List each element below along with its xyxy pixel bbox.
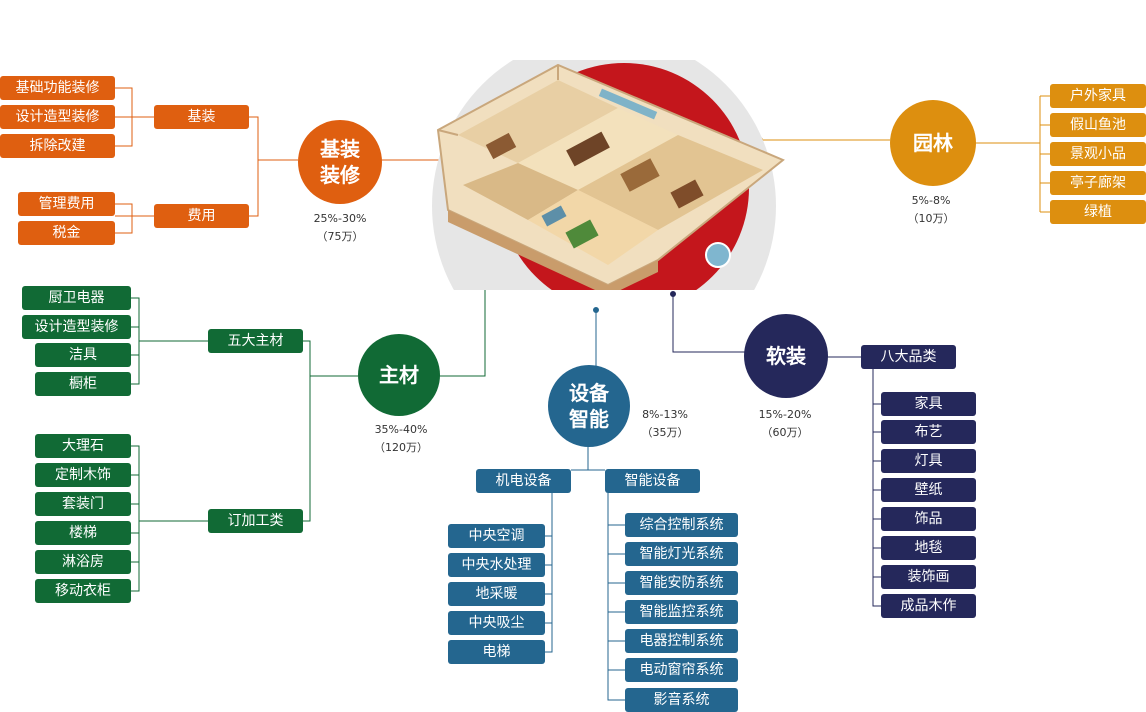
ruanzhuang-item[interactable]: 灯具 (881, 449, 976, 473)
jizhuang-percentage: 25%-30% （75万） (295, 210, 385, 246)
yuanlin-item[interactable]: 亭子廊架 (1050, 171, 1146, 195)
yuanlin-amount: （10万） (907, 212, 955, 225)
shebei-item[interactable]: 智能监控系统 (625, 600, 738, 624)
zhucai-item[interactable]: 橱柜 (35, 372, 131, 396)
zhucai-group-wuda[interactable]: 五大主材 (208, 329, 303, 353)
ruanzhuang-item[interactable]: 饰品 (881, 507, 976, 531)
shebei-item[interactable]: 中央吸尘 (448, 611, 545, 635)
shebei-item[interactable]: 电动窗帘系统 (625, 658, 738, 682)
shebei-circle-line: 设备 (569, 381, 609, 405)
shebei-group-jidian[interactable]: 机电设备 (476, 469, 571, 493)
zhucai-item[interactable]: 大理石 (35, 434, 131, 458)
yuanlin-item[interactable]: 景观小品 (1050, 142, 1146, 166)
zhucai-group-dingjiagong[interactable]: 订加工类 (208, 509, 303, 533)
ruanzhuang-amount: （60万） (761, 426, 809, 439)
shebei-item[interactable]: 影音系统 (625, 688, 738, 712)
ruanzhuang-item[interactable]: 壁纸 (881, 478, 976, 502)
jizhuang-group-feiyong[interactable]: 费用 (154, 204, 249, 228)
yuanlin-item[interactable]: 户外家具 (1050, 84, 1146, 108)
zhucai-circle[interactable]: 主材 (358, 334, 440, 416)
jizhuang-item[interactable]: 管理费用 (18, 192, 115, 216)
ruanzhuang-item[interactable]: 成品木作 (881, 594, 976, 618)
yuanlin-percentage: 5%-8% （10万） (886, 192, 976, 228)
jizhuang-group-jizhuang[interactable]: 基装 (154, 105, 249, 129)
jizhuang-pct: 25%-30% (313, 212, 367, 225)
zhucai-item[interactable]: 定制木饰 (35, 463, 131, 487)
shebei-group-zhineng[interactable]: 智能设备 (605, 469, 700, 493)
ruanzhuang-percentage: 15%-20% （60万） (740, 406, 830, 442)
jizhuang-item[interactable]: 设计造型装修 (0, 105, 115, 129)
shebei-circle-line: 智能 (569, 407, 609, 431)
ruanzhuang-item[interactable]: 家具 (881, 392, 976, 416)
shebei-connectors (545, 307, 625, 701)
ruanzhuang-item[interactable]: 布艺 (881, 420, 976, 444)
zhucai-item[interactable]: 套装门 (35, 492, 131, 516)
house-floorplan-illustration (432, 60, 785, 290)
zhucai-percentage: 35%-40% （120万） (356, 421, 446, 457)
zhucai-circle-label: 主材 (379, 363, 419, 387)
shebei-item[interactable]: 中央水处理 (448, 553, 545, 577)
zhucai-amount: （120万） (374, 441, 428, 454)
ruanzhuang-item[interactable]: 装饰画 (881, 565, 976, 589)
shebei-item[interactable]: 电梯 (448, 640, 545, 664)
shebei-item[interactable]: 智能灯光系统 (625, 542, 738, 566)
yuanlin-pct: 5%-8% (911, 194, 951, 207)
zhucai-pct: 35%-40% (374, 423, 428, 436)
zhucai-item[interactable]: 楼梯 (35, 521, 131, 545)
yuanlin-item[interactable]: 假山鱼池 (1050, 113, 1146, 137)
jizhuang-amount: （75万） (316, 230, 364, 243)
jizhuang-item[interactable]: 基础功能装修 (0, 76, 115, 100)
ruanzhuang-group-bada[interactable]: 八大品类 (861, 345, 956, 369)
shebei-item[interactable]: 电器控制系统 (625, 629, 738, 653)
shebei-item[interactable]: 地采暖 (448, 582, 545, 606)
shebei-item[interactable]: 综合控制系统 (625, 513, 738, 537)
jizhuang-circle-line: 基装 (320, 137, 360, 161)
jizhuang-item[interactable]: 拆除改建 (0, 134, 115, 158)
yuanlin-circle[interactable]: 园林 (890, 100, 976, 186)
jizhuang-circle-line: 装修 (320, 163, 360, 187)
shebei-item[interactable]: 中央空调 (448, 524, 545, 548)
ruanzhuang-connectors (670, 291, 881, 607)
shebei-amount: （35万） (641, 426, 689, 439)
zhucai-item[interactable]: 洁具 (35, 343, 131, 367)
yuanlin-circle-label: 园林 (913, 131, 953, 155)
ruanzhuang-circle[interactable]: 软装 (744, 314, 828, 398)
ruanzhuang-item[interactable]: 地毯 (881, 536, 976, 560)
ruanzhuang-pct: 15%-20% (758, 408, 812, 421)
ruanzhuang-circle-label: 软装 (766, 344, 806, 368)
jizhuang-circle[interactable]: 基装装修 (298, 120, 382, 204)
shebei-circle[interactable]: 设备智能 (548, 365, 630, 447)
yuanlin-item[interactable]: 绿植 (1050, 200, 1146, 224)
zhucai-item[interactable]: 设计造型装修 (22, 315, 131, 339)
shebei-percentage: 8%-13% （35万） (620, 406, 710, 442)
jizhuang-item[interactable]: 税金 (18, 221, 115, 245)
shebei-item[interactable]: 智能安防系统 (625, 571, 738, 595)
zhucai-item[interactable]: 厨卫电器 (22, 286, 131, 310)
shebei-pct: 8%-13% (642, 408, 688, 421)
zhucai-item[interactable]: 移动衣柜 (35, 579, 131, 603)
zhucai-item[interactable]: 淋浴房 (35, 550, 131, 574)
